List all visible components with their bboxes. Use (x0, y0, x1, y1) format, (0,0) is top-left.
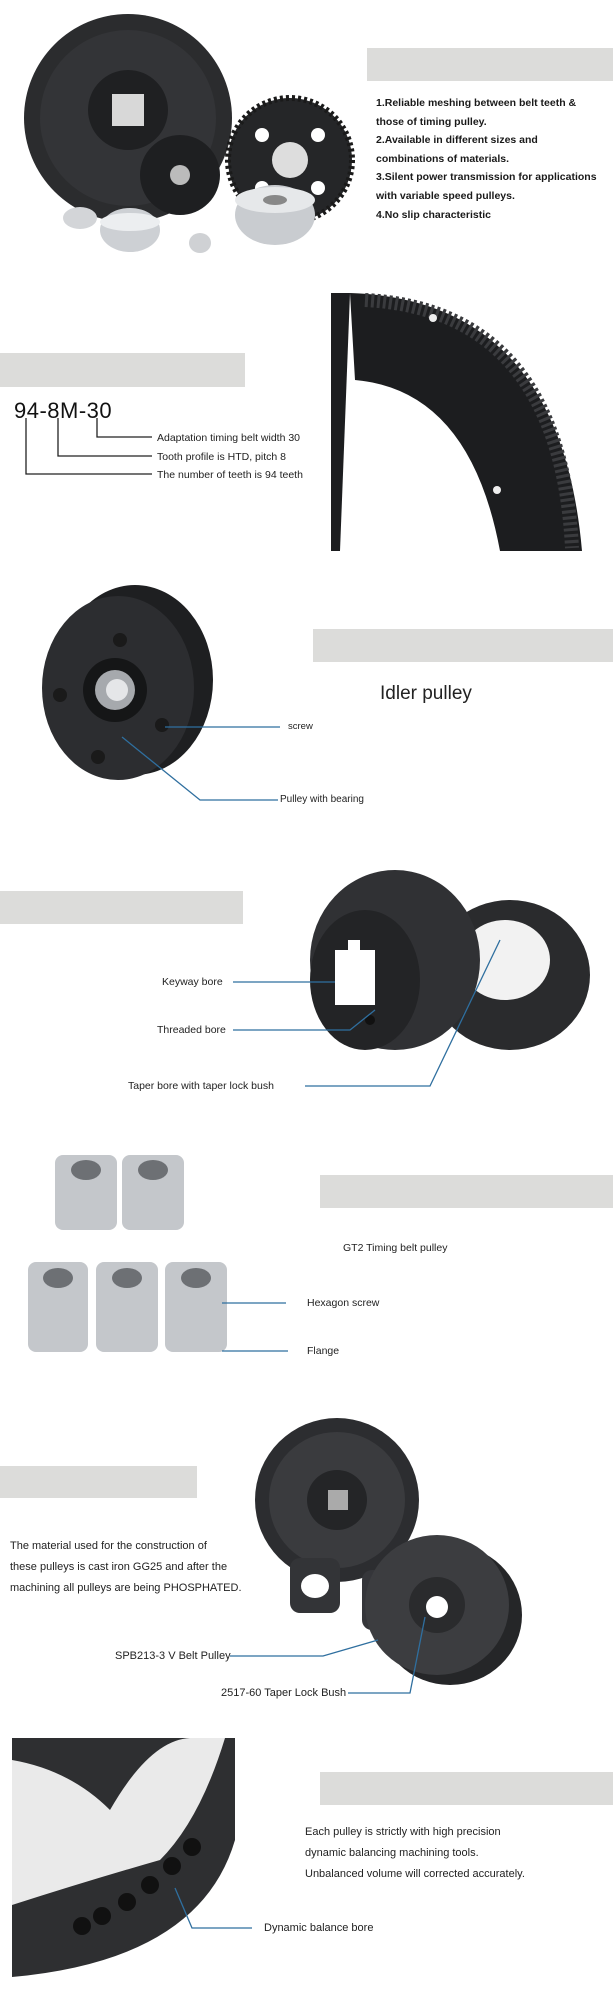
section-header-bar-code (0, 353, 245, 387)
material-line: these pulleys is cast iron GG25 and afte… (10, 1561, 228, 1573)
balance-line: Unbalanced volume will corrected accurat… (305, 1868, 525, 1880)
label-taper-lock-bush: 2517-60 Taper Lock Bush (221, 1687, 347, 1699)
balance-description: Each pulley is strictly with high precis… (305, 1822, 525, 1885)
balance-line: dynamic balancing machining tools. (305, 1847, 479, 1859)
balance-line: Each pulley is strictly with high precis… (305, 1826, 501, 1838)
code-label-pitch: Tooth profile is HTD, pitch 8 (157, 451, 286, 463)
feature-line: 4.No slip characteristic (376, 208, 491, 221)
gt2-title: GT2 Timing belt pulley (343, 1242, 448, 1254)
feature-list: 1.Reliable meshing between belt teeth & … (376, 94, 597, 224)
label-v-belt-pulley: SPB213-3 V Belt Pulley (115, 1650, 231, 1662)
label-dynamic-balance-bore: Dynamic balance bore (264, 1922, 374, 1934)
feature-line: 1.Reliable meshing between belt teeth & (376, 97, 577, 109)
label-pulley-with-bearing: Pulley with bearing (280, 794, 364, 805)
section-header-bar-bore (0, 891, 243, 924)
section-header-bar-balance (320, 1772, 613, 1805)
feature-line: 2.Available in different sizes and (376, 134, 538, 147)
label-taper-bore: Taper bore with taper lock bush (128, 1080, 274, 1092)
label-hexagon-screw: Hexagon screw (307, 1297, 380, 1309)
label-screw: screw (288, 721, 313, 732)
section-header-bar-material (0, 1466, 197, 1498)
code-label-teeth: The number of teeth is 94 teeth (157, 469, 303, 481)
feature-line: combinations of materials. (376, 152, 510, 165)
section-header-bar-idler (313, 629, 613, 662)
feature-line: those of timing pulley. (376, 115, 487, 128)
label-threaded-bore: Threaded bore (157, 1024, 226, 1036)
feature-line: with variable speed pulleys. (376, 189, 515, 202)
label-flange: Flange (307, 1345, 340, 1357)
material-line: The material used for the construction o… (10, 1540, 207, 1552)
section-header-bar-gt2 (320, 1175, 613, 1208)
label-keyway-bore: Keyway bore (162, 976, 223, 988)
section-header-bar-features (367, 48, 613, 81)
idler-pulley-title: Idler pulley (380, 683, 472, 704)
material-line: machining all pulleys are being PHOSPHAT… (10, 1582, 242, 1594)
material-description: The material used for the construction o… (10, 1536, 242, 1599)
code-label-width: Adaptation timing belt width 30 (157, 432, 301, 444)
feature-line: 3.Silent power transmission for applicat… (376, 171, 597, 184)
part-code: 94-8M-30 (14, 398, 113, 423)
